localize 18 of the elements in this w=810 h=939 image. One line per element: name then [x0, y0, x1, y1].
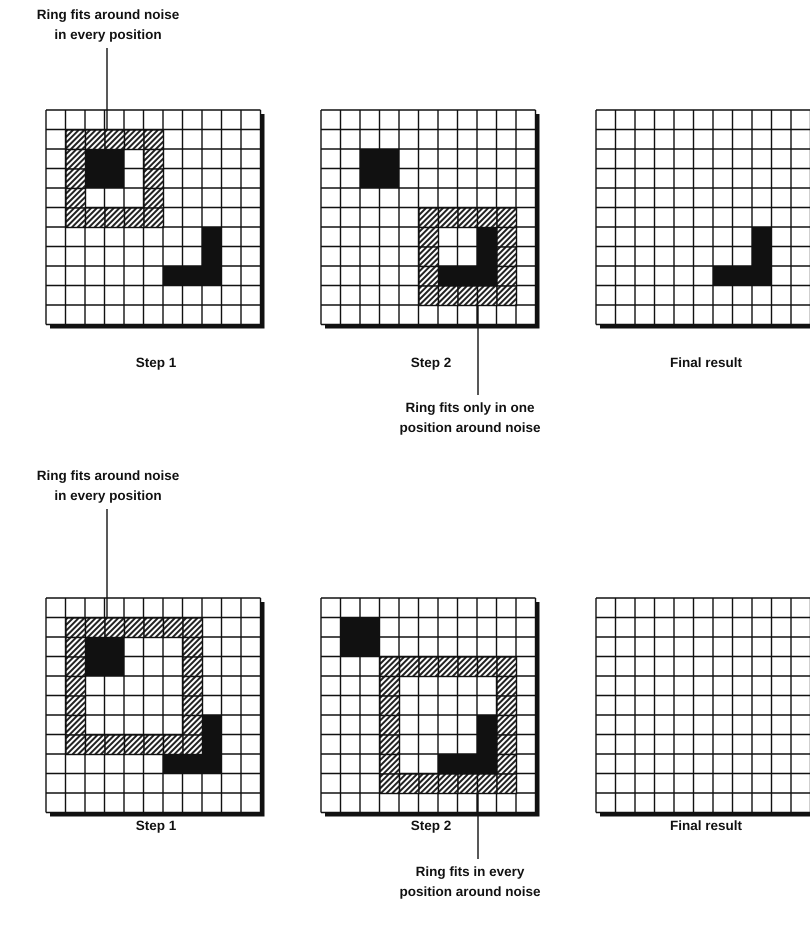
leader-line [106, 509, 108, 618]
callout-text: Ring fits around noise in every position [33, 5, 183, 45]
step-label: Final result [668, 818, 743, 833]
hatched-ring [66, 618, 202, 754]
callout-text: Ring fits only in one position around noise [395, 398, 545, 438]
leader-line [477, 305, 479, 395]
hatched-ring [380, 656, 516, 793]
hatched-ring [66, 130, 163, 227]
step-label: Step 2 [410, 355, 452, 370]
callout-text: Ring fits around noise in every position [33, 466, 183, 506]
step-label: Step 2 [410, 818, 452, 833]
callout-text: Ring fits in every position around noise [395, 862, 545, 902]
leader-line [477, 793, 479, 859]
hatched-ring [418, 208, 516, 305]
step-label: Step 1 [134, 818, 178, 833]
step-label: Step 1 [134, 355, 178, 370]
step-label: Final result [668, 355, 743, 370]
leader-line [106, 48, 108, 130]
